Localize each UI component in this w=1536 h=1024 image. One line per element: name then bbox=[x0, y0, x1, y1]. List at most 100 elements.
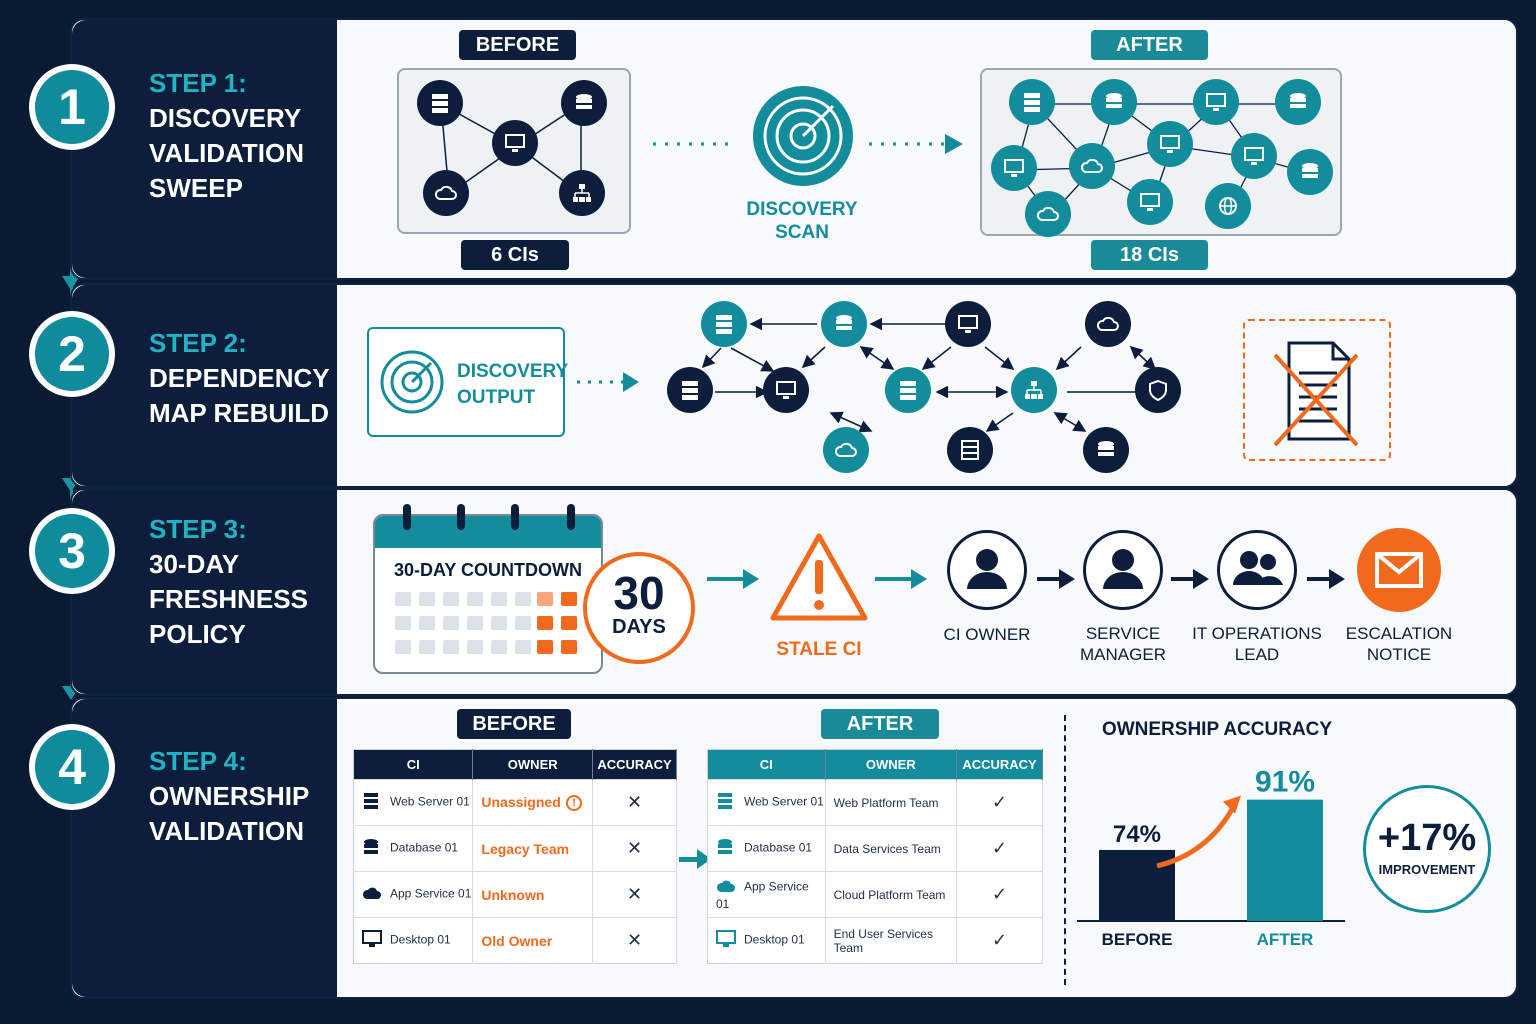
crossed-document-icon bbox=[1273, 341, 1359, 447]
hierarchy-icon bbox=[1011, 367, 1057, 413]
column-header: OWNER bbox=[472, 749, 594, 780]
step-1-title: DISCOVERY VALIDATION SWEEP bbox=[149, 103, 305, 203]
database-icon bbox=[1083, 427, 1129, 473]
calendar-icon: 30-DAY COUNTDOWN bbox=[373, 514, 603, 674]
step-1-content: BEFORE 6 CIs bbox=[337, 20, 1516, 278]
step-4-content: BEFORE CI OWNER ACCURACY Web Server 01 U… bbox=[337, 699, 1516, 997]
chain-service-manager: SERVICE MANAGER bbox=[1080, 624, 1166, 664]
step-1-number: 1 bbox=[29, 64, 115, 150]
step-3-panel: 30-DAY COUNTDOWN 30 DAYS bbox=[70, 488, 1518, 696]
cloud-icon bbox=[823, 427, 869, 473]
desktop-icon bbox=[492, 120, 538, 166]
table-row: App Service 01 Unknown ✕ bbox=[353, 871, 677, 918]
column-header: CI bbox=[353, 749, 474, 780]
fail-mark: ✕ bbox=[592, 825, 677, 872]
chart-title: OWNERSHIP ACCURACY bbox=[1101, 719, 1333, 740]
column-header: ACCURACY bbox=[956, 749, 1043, 780]
database-icon bbox=[1091, 79, 1137, 125]
bar-before bbox=[1099, 849, 1175, 921]
step-3-content: 30-DAY COUNTDOWN 30 DAYS bbox=[337, 490, 1516, 694]
step-1-heading: STEP 1: DISCOVERY VALIDATION SWEEP bbox=[149, 66, 304, 206]
bar-value-label: 74% bbox=[1113, 821, 1161, 848]
ci-name: Desktop 01 bbox=[744, 932, 805, 947]
server-icon bbox=[667, 367, 713, 413]
cloud-icon bbox=[716, 878, 736, 897]
growth-arrow bbox=[1156, 806, 1236, 869]
scan-caption: DISCOVERY SCAN bbox=[746, 199, 858, 243]
table-row: Desktop 01 End User Services Team ✓ bbox=[707, 917, 1043, 964]
step-4-title: OWNERSHIP VALIDATION bbox=[149, 781, 310, 846]
step-2-title: DEPENDENCY MAP REBUILD bbox=[149, 363, 330, 428]
before-ownership-table: CI OWNER ACCURACY Web Server 01 Unassign… bbox=[353, 749, 677, 964]
step-3-number: 3 bbox=[29, 508, 115, 594]
hierarchy-icon bbox=[559, 170, 605, 216]
it-ops-lead-avatar bbox=[1217, 530, 1297, 610]
owner-value: Unassigned bbox=[481, 793, 561, 810]
step-4-number: 4 bbox=[29, 724, 115, 810]
server-icon bbox=[362, 792, 382, 813]
ci-name: Database 01 bbox=[744, 840, 813, 855]
server-icon bbox=[1009, 79, 1055, 125]
desktop-icon bbox=[763, 367, 809, 413]
database-icon bbox=[362, 838, 382, 859]
step-3-heading: STEP 3: 30-DAY FRESHNESS POLICY bbox=[149, 512, 308, 652]
column-header: CI bbox=[707, 749, 826, 780]
ci-owner-avatar bbox=[947, 530, 1027, 610]
ci-name: App Service 01 bbox=[390, 886, 472, 901]
radar-icon bbox=[751, 84, 855, 188]
table-after-label: AFTER bbox=[821, 709, 939, 739]
cloud-icon bbox=[1085, 301, 1131, 347]
ci-name: Web Server 01 bbox=[390, 794, 470, 809]
improvement-value: +17% bbox=[1377, 817, 1477, 859]
cloud-icon bbox=[362, 885, 382, 904]
column-header: OWNER bbox=[825, 749, 958, 780]
step-2-number: 2 bbox=[29, 311, 115, 397]
database-icon bbox=[1287, 149, 1333, 195]
days-badge: 30 DAYS bbox=[583, 552, 695, 664]
database-icon bbox=[716, 838, 736, 859]
stale-ci-label: STALE CI bbox=[776, 639, 862, 660]
calendar-grid bbox=[395, 592, 577, 654]
after-ownership-table: CI OWNER ACCURACY Web Server 01 Web Plat… bbox=[707, 749, 1043, 964]
warning-icon bbox=[770, 533, 868, 621]
user-icon bbox=[1103, 549, 1143, 589]
obsolete-document-box bbox=[1243, 319, 1391, 461]
fail-mark: ✕ bbox=[592, 871, 677, 918]
database-icon bbox=[561, 80, 607, 126]
service-manager-avatar bbox=[1083, 530, 1163, 610]
step-2-content: DISCOVERY OUTPUT bbox=[337, 285, 1516, 486]
pass-mark: ✓ bbox=[956, 779, 1043, 826]
column-header: ACCURACY bbox=[592, 749, 677, 780]
calendar-rings bbox=[403, 504, 575, 530]
pass-mark: ✓ bbox=[956, 917, 1043, 964]
database-icon bbox=[821, 301, 867, 347]
shield-icon bbox=[1135, 367, 1181, 413]
escalation-envelope bbox=[1357, 528, 1441, 612]
alert-icon: ! bbox=[566, 795, 583, 812]
desktop-icon bbox=[945, 301, 991, 347]
radar-icon bbox=[380, 350, 444, 414]
step-1-sidebar bbox=[72, 20, 337, 278]
ci-name: App Service 01 bbox=[716, 879, 809, 911]
fail-mark: ✕ bbox=[592, 917, 677, 964]
fail-mark: ✕ bbox=[592, 779, 677, 826]
discovery-output-box: DISCOVERY OUTPUT bbox=[367, 327, 568, 437]
ci-name: Desktop 01 bbox=[390, 932, 451, 947]
server-icon bbox=[701, 301, 747, 347]
owner-value: Old Owner bbox=[481, 932, 553, 949]
days-number: 30 bbox=[613, 567, 665, 619]
cloud-icon bbox=[1069, 143, 1115, 189]
user-icon bbox=[967, 549, 1007, 589]
table-row: Web Server 01 Web Platform Team ✓ bbox=[707, 779, 1043, 826]
desktop-icon bbox=[991, 145, 1037, 191]
ci-name: Web Server 01 bbox=[744, 794, 824, 809]
desktop-icon bbox=[1147, 121, 1193, 167]
step-4-heading: STEP 4: OWNERSHIP VALIDATION bbox=[149, 744, 309, 849]
after-count: 18 CIs bbox=[1091, 240, 1208, 270]
server-icon bbox=[885, 367, 931, 413]
before-count: 6 CIs bbox=[461, 240, 569, 270]
dependency-map bbox=[577, 317, 1157, 433]
table-row: Database 01 Legacy Team ✕ bbox=[353, 825, 677, 872]
step-3-label: STEP 3: bbox=[149, 514, 247, 544]
